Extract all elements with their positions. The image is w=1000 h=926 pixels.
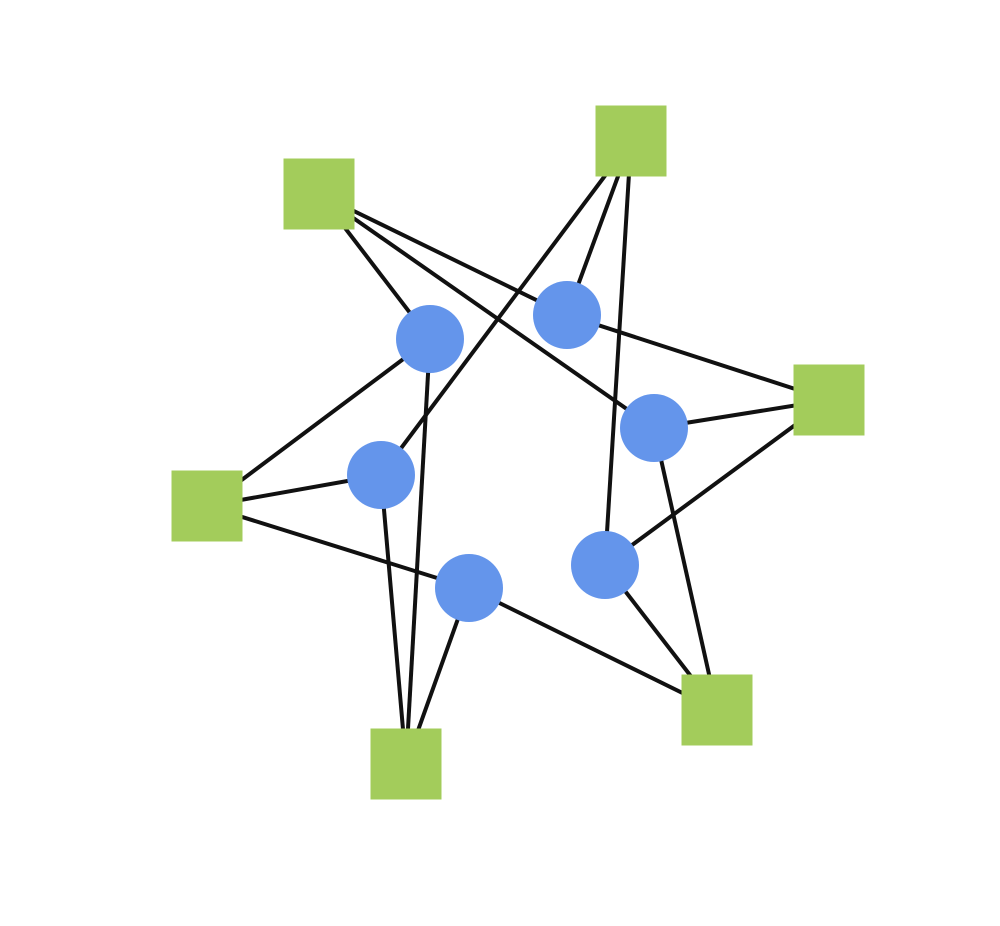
edge-s4-c5 [603, 398, 831, 567]
circle-node-c6 [435, 554, 503, 622]
square-node-layer [171, 105, 865, 800]
edge-s1-c4 [317, 192, 656, 430]
square-node-s3 [171, 470, 243, 542]
square-node-s2 [595, 105, 667, 177]
square-node-s1 [283, 158, 355, 230]
square-node-s4 [793, 364, 865, 436]
circle-node-c3 [347, 441, 415, 509]
edge-s6-c2 [404, 338, 432, 765]
circle-node-c2 [396, 305, 464, 373]
edge-s3-c6 [206, 504, 470, 590]
square-node-s6 [370, 728, 442, 800]
square-node-s5 [681, 674, 753, 746]
edge-s2-c5 [603, 140, 633, 566]
circle-node-c4 [620, 394, 688, 462]
edge-s1-c1 [318, 192, 568, 317]
edge-s5-c4 [652, 427, 719, 711]
edge-s6-c3 [379, 474, 408, 765]
edge-s2-c3 [379, 139, 633, 477]
edge-s4-c1 [566, 313, 830, 402]
circle-node-c5 [571, 531, 639, 599]
circle-node-c1 [533, 281, 601, 349]
edge-s5-c6 [468, 586, 718, 712]
edge-s3-c2 [205, 337, 432, 508]
circle-node-layer [347, 281, 688, 622]
